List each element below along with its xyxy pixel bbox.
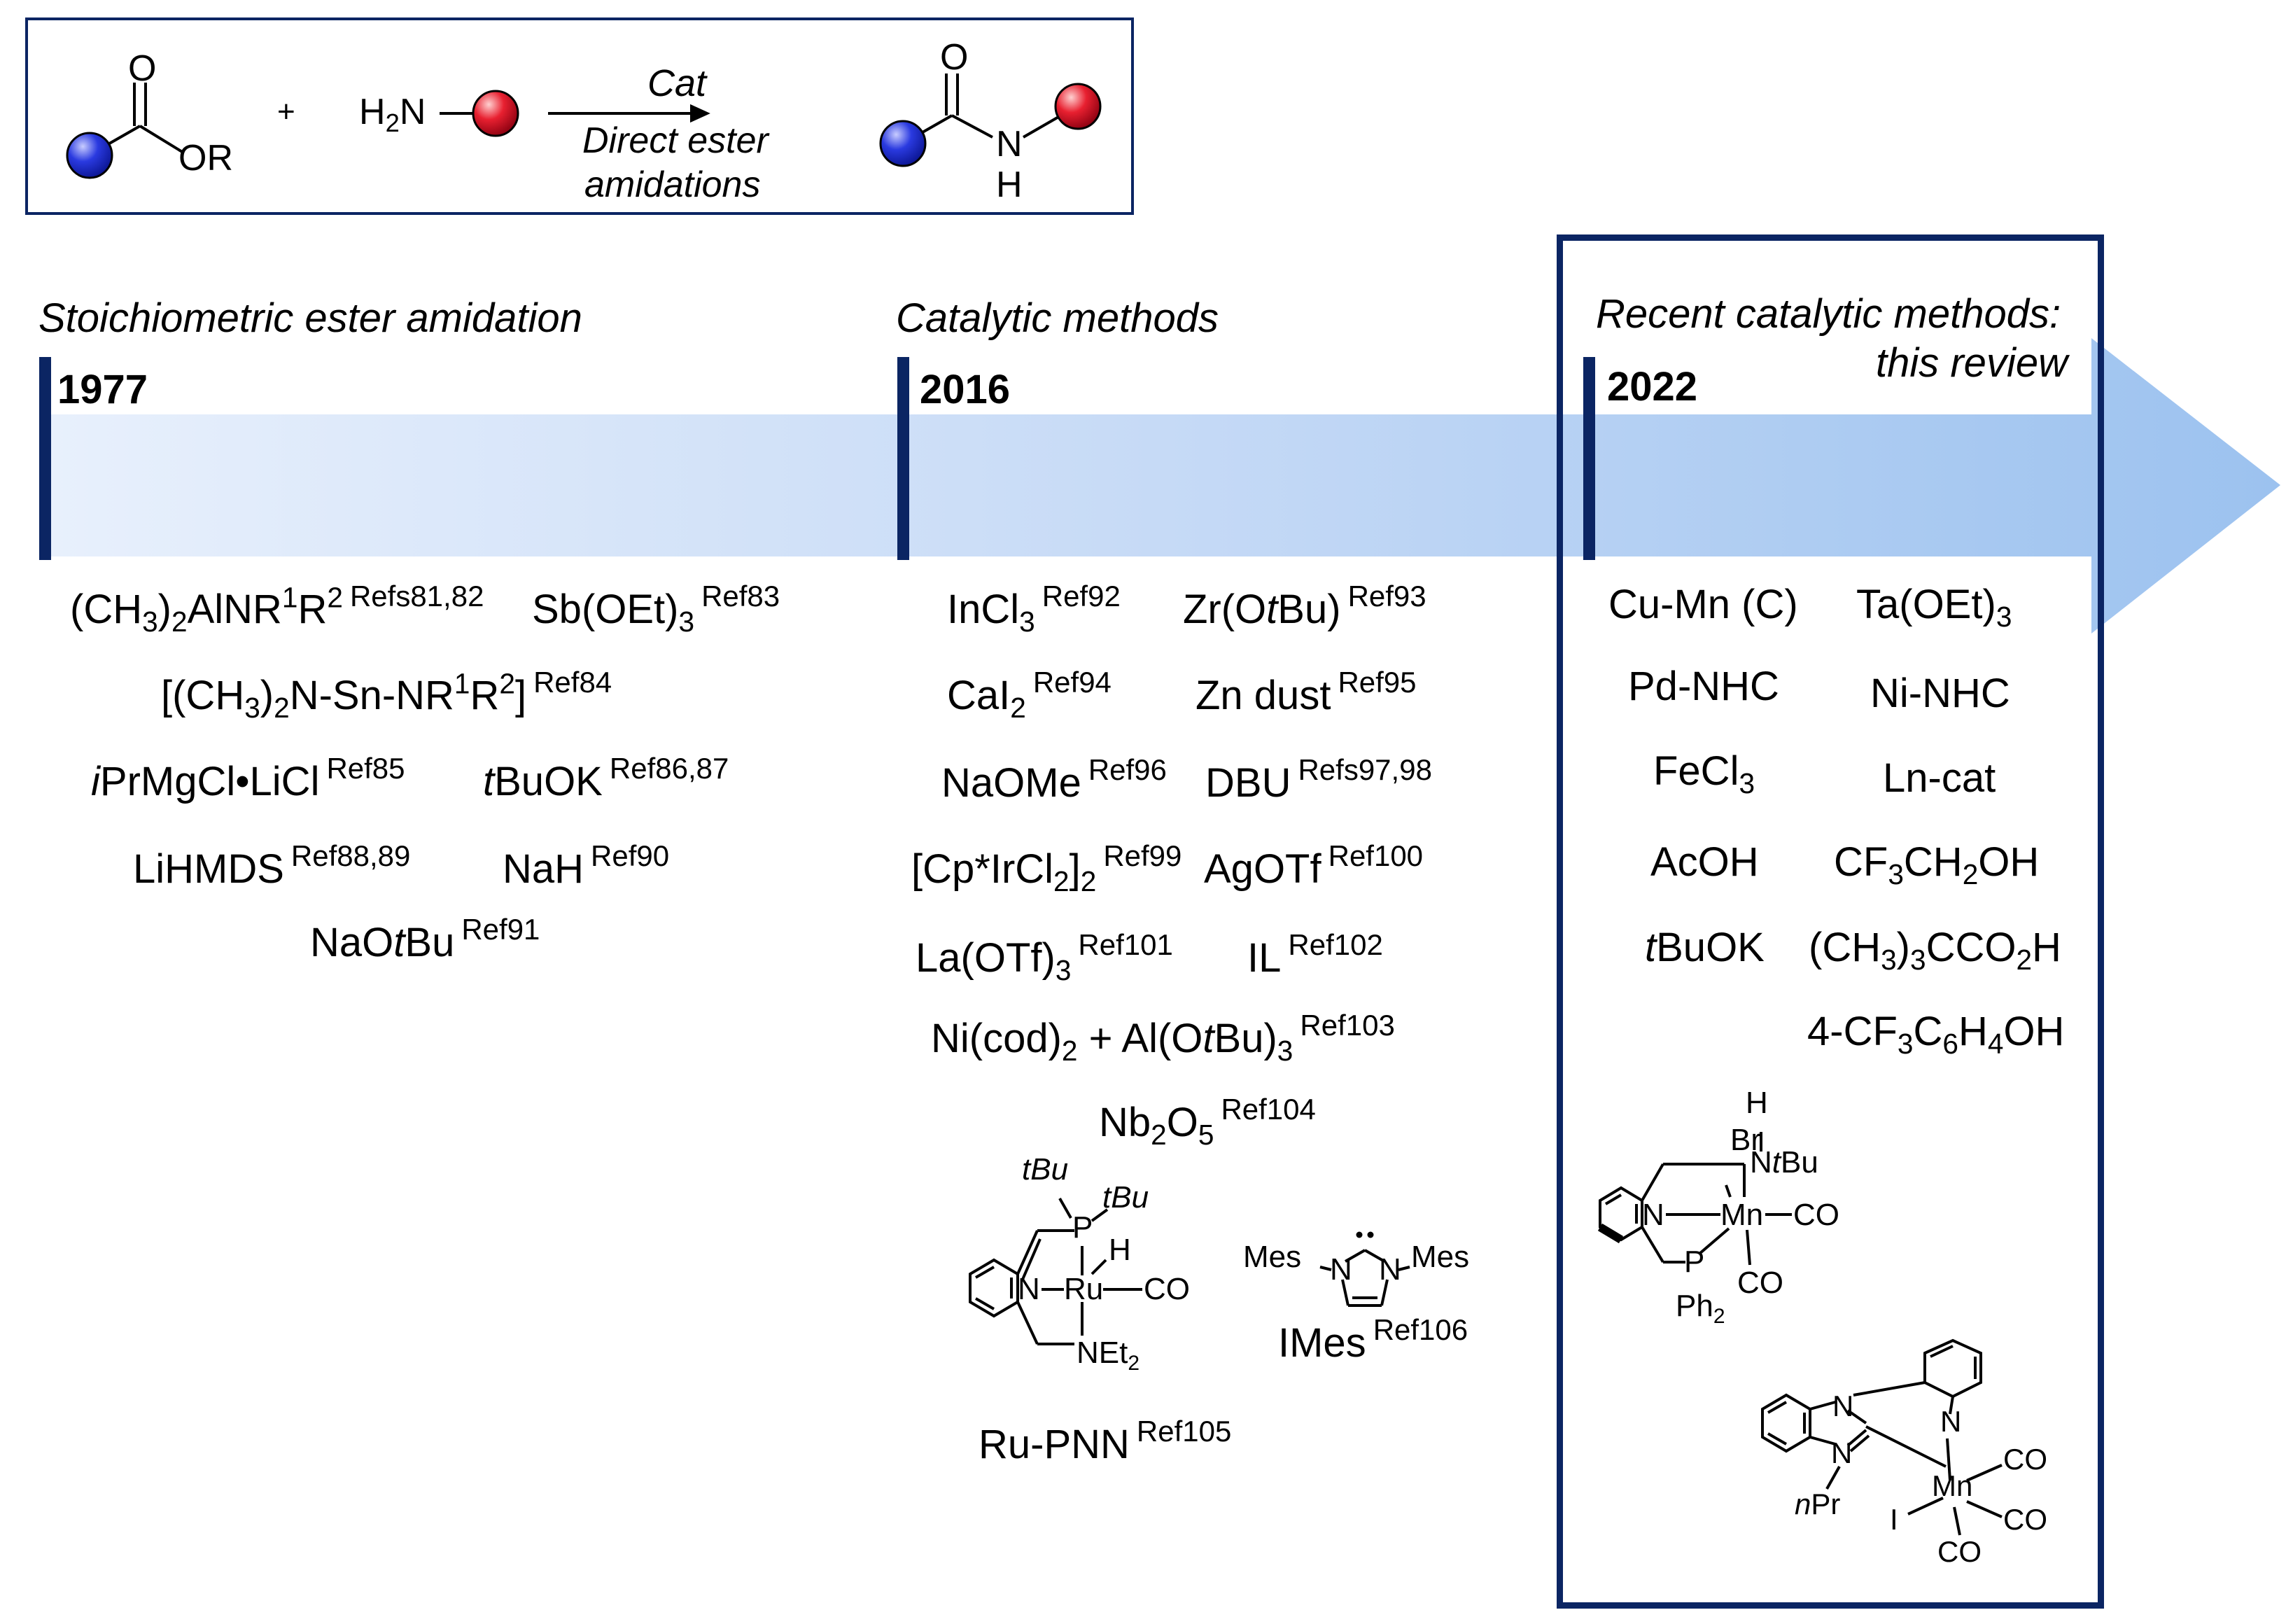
year-2016: 2016 — [920, 367, 1011, 412]
year-1977: 1977 — [57, 367, 148, 412]
imes-structure: Mes N N Mes — [1243, 1231, 1469, 1307]
timeline-marker-2016 — [897, 357, 909, 560]
recent-ni-nhc: Ni-NHC — [1870, 671, 2010, 716]
mn1-co-bottom: CO — [1737, 1266, 1783, 1300]
amide-n: N — [996, 124, 1023, 164]
recent-methods-highlight-box — [1557, 234, 2104, 1609]
mn2-n-bottom: N — [1831, 1436, 1852, 1469]
mn2-co-upper: CO — [2003, 1443, 2047, 1476]
catalyst-cai2: CaI2Ref94 — [947, 666, 1112, 724]
timeline-marker-2022 — [1583, 357, 1595, 560]
recent-trifluoromethylphenol: 4-CF3C6H4OH — [1807, 1009, 2065, 1060]
mn1-br: Br — [1730, 1123, 1761, 1157]
reagent-antimony-ethoxide: Sb(OEt)3Ref83 — [532, 580, 780, 638]
recent-fecl3: FeCl3 — [1653, 748, 1755, 800]
mn1-ph2: Ph2 — [1676, 1289, 1725, 1328]
ru-pnn-structure: tBu tBu P H N Ru CO NEt2 — [969, 1152, 1190, 1375]
mn2-co-bottom: CO — [1937, 1535, 1982, 1568]
timeline-marker-1977 — [39, 357, 51, 560]
ru-n-atom: N — [1018, 1272, 1040, 1306]
recent-cu-mn: Cu-Mn (C) — [1608, 582, 1798, 627]
imes-n-right: N — [1379, 1252, 1401, 1287]
ru-p-atom: P — [1072, 1210, 1093, 1245]
mn2-npr: nPr — [1795, 1488, 1840, 1520]
red-ball-amine — [472, 90, 519, 137]
imes-n-left: N — [1330, 1252, 1352, 1287]
recent-ln-cat: Ln-cat — [1883, 755, 1996, 801]
mn2-mn: Mn — [1932, 1469, 1972, 1502]
blue-ball-product — [879, 120, 927, 167]
mn2-n-pyridine: N — [1940, 1405, 1961, 1438]
ru-h-atom: H — [1109, 1233, 1131, 1267]
ester-or-group: OR — [178, 138, 233, 178]
mn2-co-right: CO — [2003, 1503, 2047, 1536]
recent-tfe: CF3CH2OH — [1834, 839, 2040, 891]
recent-tbuok: tBuOK — [1645, 925, 1765, 970]
ester-carbonyl-o: O — [128, 48, 157, 89]
year-2022: 2022 — [1607, 364, 1698, 410]
catalyst-ni-cod-al: Ni(cod)2 + Al(OtBu)3Ref103 — [931, 1009, 1395, 1068]
catalyst-nb2o5: Nb2O5Ref104 — [1099, 1093, 1316, 1152]
mn1-mn: Mn — [1720, 1198, 1763, 1232]
reaction-scheme — [66, 74, 1102, 179]
catalyst-cp-ircl2: [Cp*IrCl2]2Ref99 — [911, 839, 1182, 898]
arrow-label-line1: Direct ester — [582, 120, 769, 161]
mn1-n: N — [1642, 1198, 1664, 1232]
ru-co: CO — [1144, 1272, 1190, 1306]
catalyst-la-otf3: La(OTf)3Ref101 — [916, 928, 1173, 987]
amine-formula: H2N — [359, 92, 426, 137]
catalyst-label: Cat — [647, 62, 707, 104]
mn-pnn-structure: H Br NtBu N Mn CO P CO Ph2 — [1597, 1086, 1839, 1328]
imes-mes-right: Mes — [1411, 1240, 1469, 1274]
imes-mes-left: Mes — [1243, 1240, 1301, 1274]
mn1-ntbu: NtBu — [1750, 1145, 1818, 1180]
reagent-tin-amide: [(CH3)2N-Sn-NR1R2]Ref84 — [161, 666, 612, 724]
recent-pd-nhc: Pd-NHC — [1628, 664, 1779, 709]
era-label-recent-line2: this review — [1876, 340, 2068, 386]
recent-acoh: AcOH — [1650, 839, 1759, 885]
catalyst-zr-otbu: Zr(OtBu)Ref93 — [1183, 580, 1426, 632]
ru-net2: NEt2 — [1077, 1336, 1140, 1375]
mn2-n-top: N — [1832, 1390, 1853, 1422]
ru-tbu-2: tBu — [1102, 1180, 1149, 1214]
era-label-stoichiometric: Stoichiometric ester amidation — [38, 295, 582, 341]
catalyst-incl3: InCl3Ref92 — [947, 580, 1121, 638]
reaction-scheme-box — [25, 18, 1134, 215]
red-ball-product — [1054, 83, 1102, 130]
mn1-p: P — [1684, 1245, 1704, 1279]
plus-sign: + — [277, 94, 295, 129]
ru-metal: Ru — [1064, 1272, 1103, 1306]
recent-ta-oet: Ta(OEt)3 — [1856, 582, 2012, 634]
era-label-recent-line1: Recent catalytic methods: — [1596, 291, 2061, 337]
mn1-h: H — [1746, 1086, 1768, 1120]
mn1-co-right: CO — [1793, 1198, 1839, 1232]
arrow-label-line2: amidations — [584, 164, 761, 205]
blue-ball-reactant — [66, 132, 113, 179]
mn-benzimidazole-structure: N N N Mn CO CO CO I nPr — [1761, 1338, 2047, 1568]
era-label-catalytic: Catalytic methods — [896, 295, 1219, 341]
ru-tbu-1: tBu — [1022, 1152, 1068, 1186]
amide-carbonyl-o: O — [940, 37, 969, 78]
recent-pivalic-acid: (CH3)3CCO2H — [1809, 925, 2061, 976]
mn2-iodide: I — [1890, 1503, 1898, 1536]
amide-h: H — [996, 164, 1023, 205]
